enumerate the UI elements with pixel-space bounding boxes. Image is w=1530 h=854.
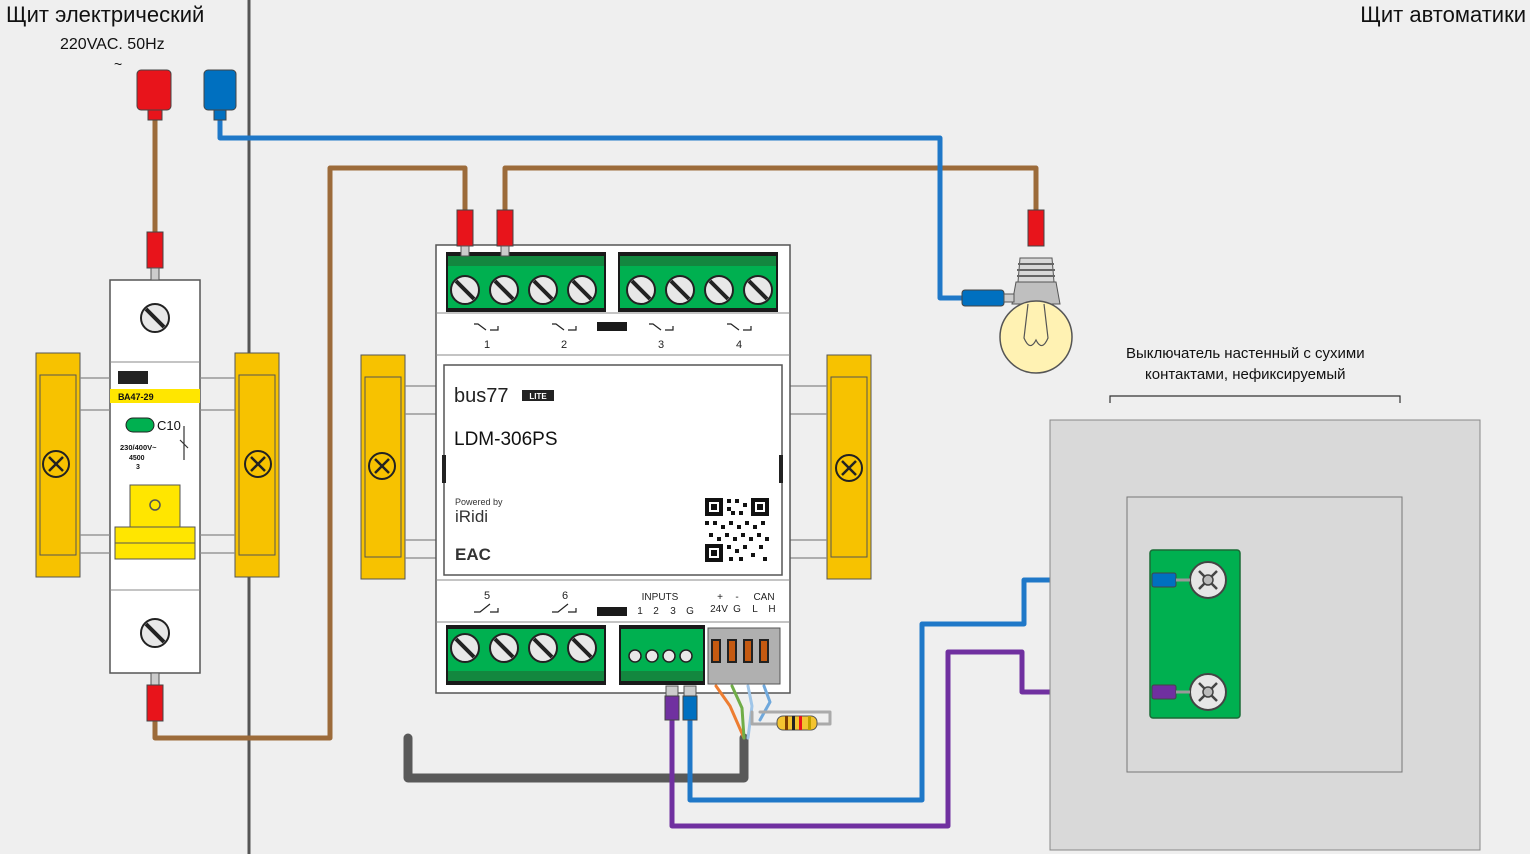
ldm-module: 1 2 3 4 bus77 LITE LDM-306PS Powered by … — [435, 244, 791, 694]
power-can-terminals — [707, 627, 781, 685]
relay-terminals-bottom — [446, 625, 606, 685]
switch-caption-line2: контактами, нефиксируемый — [1145, 366, 1346, 383]
breaker-brand: ВА47-29 — [118, 392, 154, 402]
can-pin-l: L — [752, 604, 758, 615]
power-24v: 24V — [710, 604, 728, 615]
input-ground: G — [686, 606, 694, 617]
can-label: CAN — [753, 592, 774, 603]
relay-num-4: 4 — [736, 339, 742, 351]
din-bracket-module-right — [826, 354, 872, 580]
relay-num-1: 1 — [484, 339, 490, 351]
status-led-top — [597, 322, 627, 331]
relay-contact-icons-top — [474, 323, 752, 331]
wire-input-to-switch-top — [687, 577, 1153, 803]
relay-plug-output — [496, 209, 514, 257]
module-rail-lines — [405, 385, 827, 559]
din-bracket-module-left — [360, 354, 406, 580]
breaker-input-plug — [146, 231, 164, 281]
terminator-resistor — [776, 715, 818, 731]
wire-can-l — [746, 684, 754, 740]
relay-terminals-top-left — [446, 252, 606, 312]
qr-code-icon — [704, 497, 770, 563]
relay-contact-icons-bottom — [474, 603, 577, 613]
iridi-logo: iRidi — [455, 507, 488, 526]
wire-green-ground — [730, 684, 746, 740]
can-pin-h: H — [768, 604, 775, 615]
relay-num-6: 6 — [562, 590, 568, 602]
breaker-code: 4500 — [129, 455, 145, 462]
wire-relay-to-lamp — [502, 165, 1039, 213]
input-plug-blue — [682, 685, 698, 721]
relay-num-3: 3 — [658, 339, 664, 351]
wire-ground-bundle — [403, 733, 749, 783]
switch-caption-bracket — [1109, 395, 1401, 403]
wire-input-to-switch-bottom — [669, 649, 1153, 829]
breaker-output-plug — [146, 672, 164, 722]
power-plus: + — [717, 592, 723, 603]
circuit-breaker: ВА47-29 C10 230/400V~ 4500 3 — [80, 279, 235, 674]
eac-mark: EAC — [455, 545, 491, 564]
din-bracket-breaker-left — [35, 352, 81, 578]
wall-switch — [1049, 395, 1481, 851]
power-ground: G — [733, 604, 741, 615]
brand-logo: bus77 — [454, 385, 509, 407]
relay-terminals-top-right — [618, 252, 778, 312]
left-panel-title: Щит электрический — [6, 2, 205, 27]
inputs-label: INPUTS — [642, 592, 679, 603]
light-bulb-icon — [961, 209, 1073, 374]
right-panel-title: Щит автоматики — [1360, 2, 1526, 27]
terminator-wire — [750, 710, 832, 726]
wire-can-h — [758, 684, 772, 722]
switch-caption-line1: Выключатель настенный с сухими — [1126, 345, 1365, 362]
brand-edition: LITE — [529, 392, 547, 401]
wire-breaker-to-relay — [152, 165, 468, 741]
input-num-1: 1 — [637, 606, 643, 617]
breaker-indicator — [125, 417, 155, 433]
module-model: LDM-306PS — [454, 429, 558, 450]
din-bracket-breaker-right — [234, 352, 280, 578]
wire-orange-24v — [714, 684, 746, 740]
breaker-class: 3 — [136, 464, 140, 471]
relay-num-5: 5 — [484, 590, 490, 602]
power-minus: - — [735, 592, 738, 603]
status-led-bottom — [597, 607, 627, 616]
ac-symbol: ~ — [114, 56, 123, 72]
breaker-voltage: 230/400V~ — [120, 443, 157, 452]
input-plug-purple — [664, 685, 680, 721]
neutral-plug-top — [203, 69, 237, 121]
phase-plug-top — [136, 69, 172, 121]
iek-logo-icon — [118, 371, 148, 384]
breaker-rating: C10 — [157, 418, 181, 433]
relay-plug-common — [456, 209, 474, 257]
input-terminals — [619, 625, 705, 685]
supply-label: 220VAC. 50Hz — [60, 36, 165, 53]
input-num-2: 2 — [653, 606, 659, 617]
powered-by-label: Powered by — [455, 497, 503, 507]
wire-neutral-to-lamp — [217, 107, 965, 301]
input-num-3: 3 — [670, 606, 676, 617]
relay-num-2: 2 — [561, 339, 567, 351]
